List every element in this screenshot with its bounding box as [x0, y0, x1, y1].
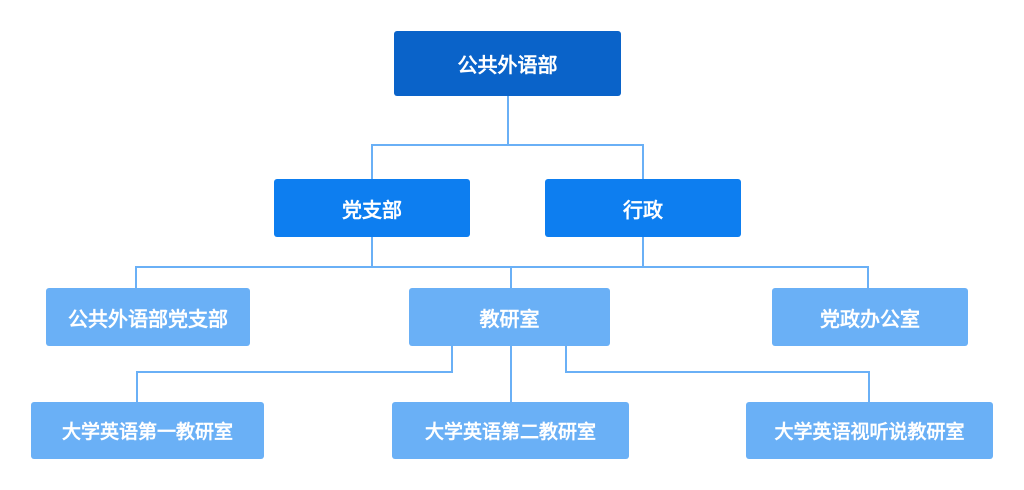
node-teaching-office: 教研室	[409, 288, 610, 346]
connector-to-listening-office	[565, 346, 870, 402]
node-dept-party-branch: 公共外语部党支部	[46, 288, 250, 346]
node-first-teaching-office: 大学英语第一教研室	[31, 402, 264, 459]
node-party-branch: 党支部	[274, 179, 470, 237]
connector-root-to-party-branch	[371, 96, 509, 179]
node-party-admin-office: 党政办公室	[772, 288, 968, 346]
root-node-foreign-language-dept: 公共外语部	[394, 31, 621, 96]
connector-to-first-office	[136, 346, 453, 402]
node-listening-speaking-office: 大学英语视听说教研室	[746, 402, 993, 459]
connector-level3-bus	[135, 266, 869, 288]
node-second-teaching-office: 大学英语第二教研室	[392, 402, 629, 459]
connector-root-to-administration	[508, 144, 644, 179]
node-administration: 行政	[545, 179, 741, 237]
